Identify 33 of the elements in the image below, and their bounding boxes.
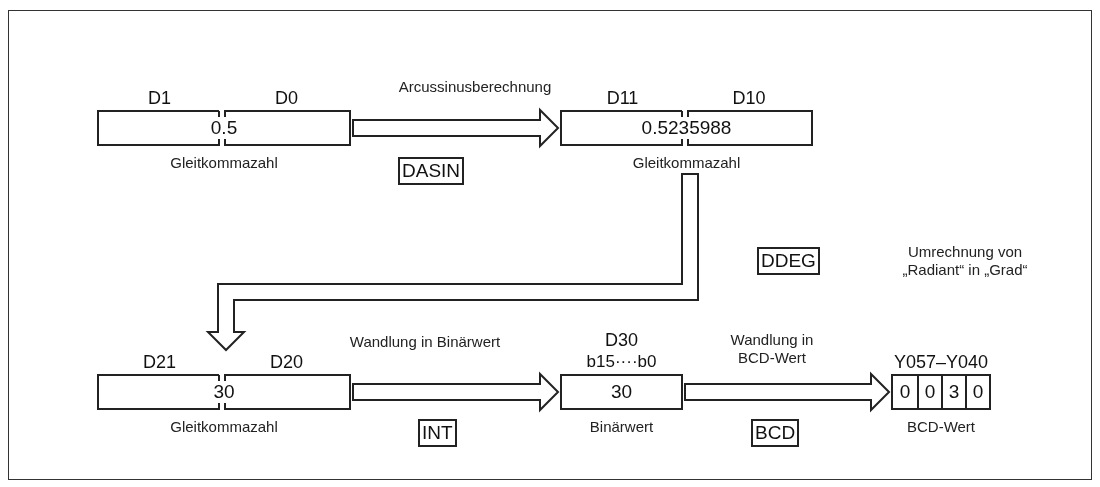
register-label: D30 [605, 330, 638, 350]
block-arrow [684, 371, 891, 413]
bit-range-label: b15····b0 [586, 352, 657, 372]
note-text: Umrechnung von „Radiant“ in „Grad“ [901, 243, 1029, 279]
instruction-label: DDEG [757, 247, 820, 275]
caption-text: Binärwert [589, 418, 654, 436]
block-arrow [352, 371, 560, 413]
register-label: D20 [269, 352, 304, 372]
note-text: Wandlung in BCD-Wert [729, 331, 815, 367]
block-arrow [205, 173, 699, 352]
digit-cell: 0 [917, 376, 941, 408]
caption-text: Gleitkommazahl [632, 154, 741, 172]
digit-cell: 0 [893, 376, 917, 408]
register-label: D10 [731, 88, 767, 108]
caption-text: BCD-Wert [906, 418, 976, 436]
note-text: Wandlung in Binärwert [348, 333, 502, 351]
digit-cell: 0 [965, 376, 989, 408]
register-label: D0 [274, 88, 299, 108]
output-range-label: Y057–Y040 [893, 352, 989, 372]
value-text: 0.5 [210, 117, 238, 139]
instruction-label: INT [418, 419, 457, 447]
register-label: D1 [147, 88, 172, 108]
value-text: 30 [213, 381, 235, 403]
register-label: D21 [142, 352, 177, 372]
caption-text: Gleitkommazahl [170, 154, 278, 172]
value-text: 0.5235988 [641, 117, 732, 139]
instruction-label: BCD [751, 419, 800, 447]
note-text: Arcussinusberechnung [397, 78, 553, 96]
register-label: D11 [605, 88, 640, 108]
digit-cell: 3 [941, 376, 965, 408]
instruction-label: DASIN [398, 157, 465, 185]
block-arrow [352, 107, 560, 149]
caption-text: Gleitkommazahl [170, 418, 278, 436]
